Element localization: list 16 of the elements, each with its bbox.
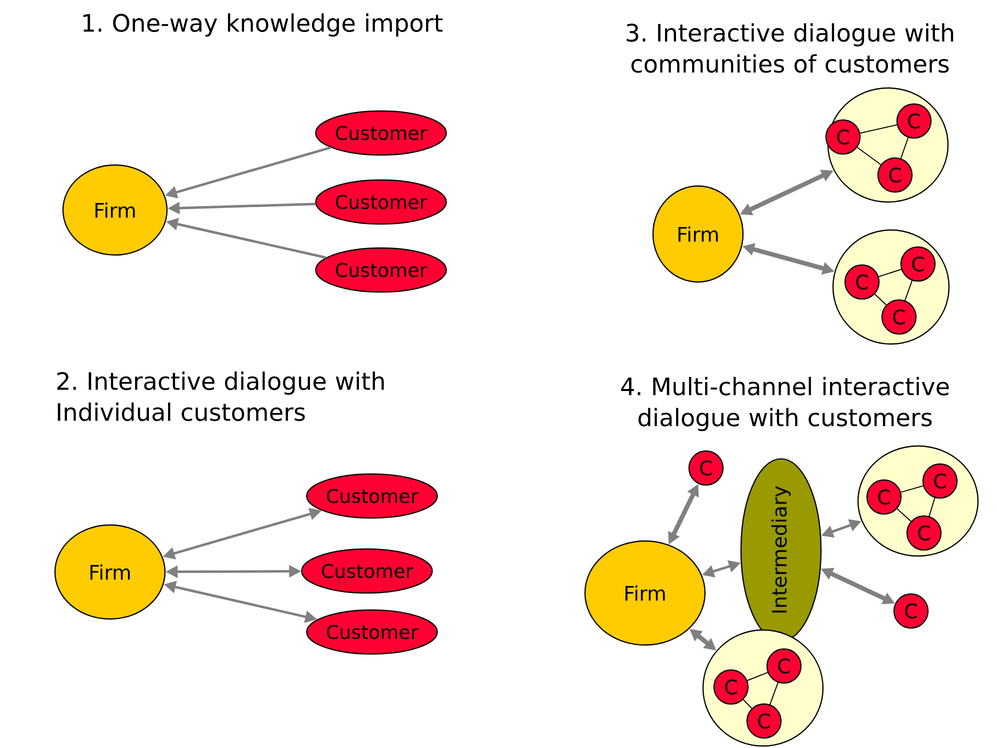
connector-line — [878, 268, 902, 278]
connector-line — [874, 294, 887, 306]
connector-line — [900, 137, 909, 159]
connector-line — [860, 124, 898, 134]
connector-line — [904, 280, 913, 301]
connector-line — [770, 682, 778, 705]
heading: 3. Interactive dialogue with communities of customers — [626, 23, 954, 73]
connector-line — [928, 497, 936, 517]
heading: 2. Interactive dialogue with Individual customers — [57, 372, 384, 422]
connector-line — [896, 508, 912, 522]
connector-line — [900, 485, 924, 493]
heading: 4. Multi-channel interactive dialogue with customers — [621, 376, 949, 432]
connector-line — [856, 146, 882, 166]
connector-line — [742, 699, 752, 709]
heading: 1. One-way knowledge import — [84, 13, 443, 37]
connector-line — [746, 672, 768, 682]
